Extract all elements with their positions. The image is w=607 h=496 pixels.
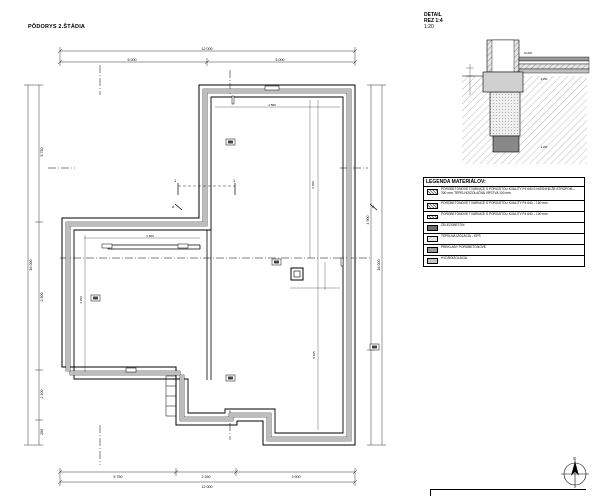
north-arrow-icon [561, 460, 589, 488]
legend-label: ŽELEZOBETÓN [441, 223, 465, 227]
legend-swatch [427, 203, 438, 209]
dim-left-bottom: 200 [40, 429, 44, 435]
detail-ref: REZ 1:4 [424, 18, 443, 24]
legend-swatch [427, 215, 438, 219]
legend-label: POROBETÓNOVÉ TVÁRNICE S POROZITOU KVALIT… [441, 212, 548, 216]
inner-dim-3: 6 250 [311, 181, 315, 189]
openings [101, 85, 344, 373]
axis-lines [48, 65, 370, 465]
left-dimensions [24, 84, 43, 446]
dim-overall-top: 12 000 [202, 47, 213, 51]
legend-label: HYDROIZOLÁCIA [441, 256, 468, 260]
inner-dim-2: 3 500 [146, 234, 154, 238]
outer-wall [61, 84, 356, 446]
title-block [430, 489, 586, 496]
legend-swatch [427, 258, 438, 264]
legend-item: HYDROIZOLÁCIA [424, 255, 584, 267]
detail-title: DETAIL [424, 12, 442, 18]
dim-top-left: 5 000 [128, 58, 137, 62]
inner-dim-5: 4 250 [79, 296, 83, 304]
legend-label: POROBETÓNOVÉ TVÁRNICE S POROZITOU KVALIT… [441, 201, 548, 205]
legend-item: PREKLADY POROBETÓNOVÉ [424, 244, 584, 255]
dim-left-upper: 5 750 [40, 148, 44, 157]
legend: LEGENDA MATERIÁLOV: POROBETÓNOVÉ TVÁRNIC… [423, 177, 585, 267]
interior-partition [107, 230, 212, 380]
detail-drawing: ±0,000 -0,200 -1,200 [462, 39, 590, 164]
top-dimensions [57, 47, 358, 66]
dim-bottom-mid: 2 250 [202, 475, 211, 479]
legend-item: POROBETÓNOVÉ TVÁRNICE S POROZITOU KVALIT… [424, 186, 584, 200]
drawing-title: PÔDORYS 2.ŠTÁDIA [28, 24, 86, 30]
section-mark-left: 1 [174, 178, 177, 183]
inner-dimensions [84, 100, 340, 430]
bottom-dimensions [57, 468, 358, 486]
legend-label: PREKLADY POROBETÓNOVÉ [441, 245, 486, 249]
legend-swatch [427, 225, 438, 231]
legend-label: POROBETÓNOVÉ TVÁRNICE S POROZITOU KVALIT… [441, 187, 576, 195]
detail-note-3: -1,200 [540, 145, 548, 149]
legend-swatch [427, 236, 438, 242]
legend-label: TEPELNÁ IZOLÁCIA – EPS [441, 234, 481, 238]
legend-item: TEPELNÁ IZOLÁCIA – EPS [424, 233, 584, 244]
detail-note-2: -0,200 [540, 77, 548, 81]
dim-bottom-right: 3 900 [292, 475, 301, 479]
dim-left-total: 16 000 [29, 260, 33, 271]
dim-left-mid: 2 500 [40, 293, 44, 302]
legend-swatch [427, 189, 438, 195]
section-cut [174, 183, 378, 211]
dim-bottom-left: 5 750 [114, 475, 123, 479]
detail-scale: 1:20 [424, 24, 434, 30]
dim-overall-bottom: 12 000 [202, 485, 213, 489]
north-label: S [573, 456, 576, 461]
legend-swatch [427, 247, 438, 253]
entrance-step [165, 375, 177, 417]
dim-left-lower: 2 100 [40, 390, 44, 399]
inner-dim-4: 5 625 [312, 351, 316, 359]
section-mark-A: A [172, 205, 175, 209]
legend-item: POROBETÓNOVÉ TVÁRNICE S POROZITOU KVALIT… [424, 211, 584, 222]
dim-right-mid: 4 900 [366, 216, 370, 225]
dim-top-right: 5 000 [276, 58, 285, 62]
detail-note-1: ±0,000 [524, 51, 532, 55]
inner-dim-1: 4 580 [268, 103, 276, 107]
legend-item: ŽELEZOBETÓN [424, 222, 584, 233]
dim-right-total: 16 000 [377, 260, 381, 271]
wall-fill [66, 89, 351, 441]
section-mark-right: 1 [233, 178, 236, 183]
legend-title: LEGENDA MATERIÁLOV: [426, 179, 486, 185]
level-tags [90, 138, 380, 382]
section-mark-A2: A [372, 205, 375, 209]
chimney-inner [293, 270, 301, 278]
legend-item: POROBETÓNOVÉ TVÁRNICE S POROZITOU KVALIT… [424, 200, 584, 211]
